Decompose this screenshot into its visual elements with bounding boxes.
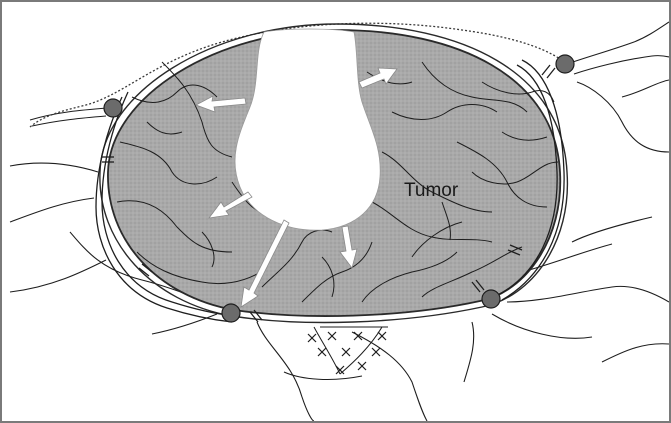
surrounding-vessel bbox=[622, 80, 669, 97]
feeder-node-icon bbox=[556, 55, 574, 73]
x-mark-icon bbox=[342, 348, 350, 356]
x-mark-icon bbox=[378, 332, 386, 340]
x-mark-icon bbox=[358, 362, 366, 370]
ligation-mark-icon bbox=[542, 65, 555, 78]
surrounding-vessel bbox=[284, 372, 362, 379]
x-mark-icon bbox=[372, 348, 380, 356]
suture-line bbox=[314, 327, 340, 374]
x-mark-icon bbox=[336, 366, 344, 374]
x-mark-icon bbox=[318, 348, 326, 356]
x-mark-icon bbox=[308, 334, 316, 342]
surrounding-vessel bbox=[257, 322, 314, 421]
tumor-label: Tumor bbox=[404, 180, 459, 201]
surrounding-vessel bbox=[30, 108, 107, 120]
surrounding-vessel bbox=[10, 260, 106, 292]
surrounding-vessel bbox=[464, 322, 474, 382]
surrounding-vessel bbox=[602, 344, 669, 362]
feeder-node-icon bbox=[104, 99, 122, 117]
surrounding-vessel bbox=[32, 116, 106, 126]
surrounding-vessel bbox=[10, 198, 94, 222]
surrounding-vessel bbox=[10, 163, 98, 172]
feeder-node-icon bbox=[482, 290, 500, 308]
feeder-node-icon bbox=[222, 304, 240, 322]
surrounding-vessel bbox=[152, 314, 217, 334]
surrounding-vessel bbox=[577, 82, 669, 152]
surrounding-vessel bbox=[352, 332, 427, 421]
surrounding-vessel bbox=[507, 286, 669, 302]
x-mark-icon bbox=[328, 332, 336, 340]
surrounding-vessel bbox=[567, 22, 669, 64]
surrounding-vessel bbox=[492, 314, 592, 338]
surrounding-vessel bbox=[574, 56, 669, 74]
surrounding-vessel bbox=[572, 217, 652, 242]
